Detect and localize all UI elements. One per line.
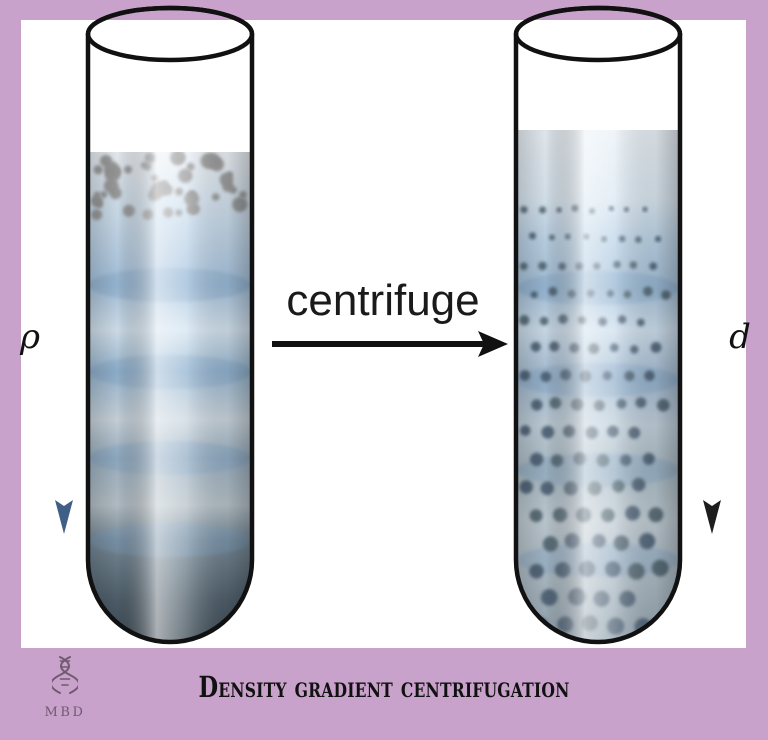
- dna-helix-icon: [50, 656, 80, 694]
- centrifuge-label: centrifuge: [286, 276, 479, 325]
- tube-before: [85, 5, 255, 645]
- tube-liquid: [88, 152, 252, 642]
- density-symbol: ρ: [19, 317, 40, 357]
- tube-liquid: [516, 130, 680, 642]
- caption-bar: Density gradient centrifugation: [0, 648, 768, 740]
- diameter-symbol: d: [729, 317, 751, 357]
- tube-rim: [513, 5, 683, 63]
- brand-logo: MBD: [33, 655, 97, 720]
- tube-rim: [85, 5, 255, 63]
- diameter-axis: [703, 145, 721, 534]
- brand-label: MBD: [44, 705, 86, 720]
- right-arrow-icon: [478, 331, 508, 357]
- figure-caption: Density gradient centrifugation: [198, 670, 570, 704]
- tube-after: [513, 5, 683, 645]
- centrifuge-step: centrifuge: [272, 276, 508, 357]
- density-axis: [55, 145, 73, 534]
